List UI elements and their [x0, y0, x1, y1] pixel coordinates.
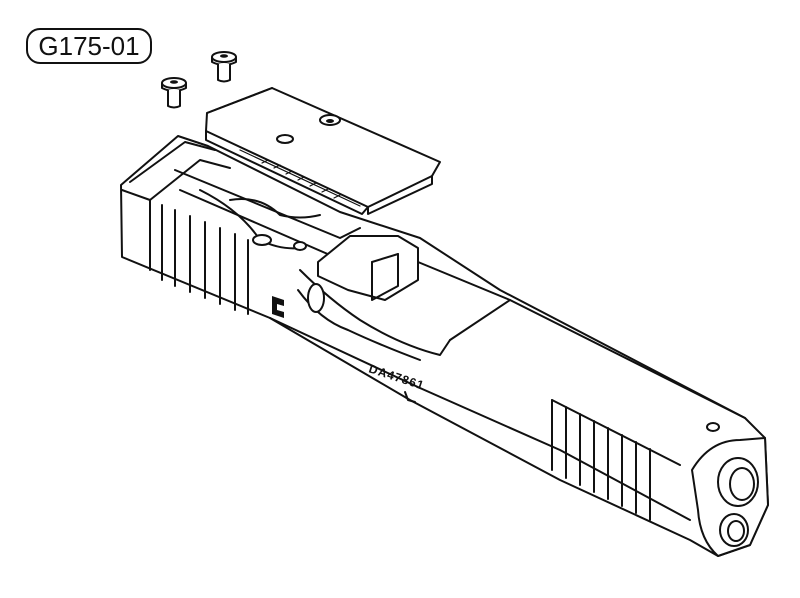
part-number-label: G175-01: [26, 28, 152, 64]
screw-left: [161, 77, 187, 109]
screw-right: [211, 51, 237, 83]
optic-mount-plate: [205, 87, 441, 215]
slide-body: [120, 135, 769, 557]
